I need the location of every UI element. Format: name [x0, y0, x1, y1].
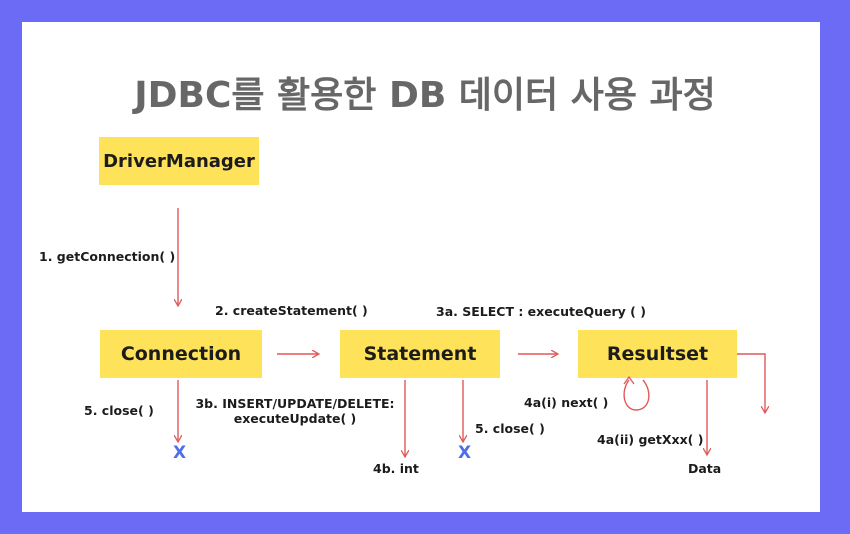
label-execute-update: 3b. INSERT/UPDATE/DELETE: executeUpdate(… [180, 396, 410, 426]
node-statement: Statement [340, 330, 500, 378]
diagram-canvas [22, 22, 820, 512]
label-execute-update-line2: executeUpdate( ) [233, 411, 357, 426]
label-close-connection: 5. close( ) [84, 403, 154, 418]
diagram-title: JDBC를 활용한 DB 데이터 사용 과정 [134, 75, 716, 116]
label-close-statement: 5. close( ) [475, 421, 545, 436]
arrow-next-loop [623, 379, 650, 411]
statement-closed-mark: X [458, 443, 472, 463]
label-data: Data [688, 461, 722, 476]
label-next: 4a(i) next( ) [524, 395, 609, 410]
arrow-resultset-out [737, 353, 765, 412]
label-get-connection: 1. getConnection( ) [39, 249, 176, 264]
label-execute-query: 3a. SELECT : executeQuery ( ) [436, 304, 646, 319]
label-create-statement: 2. createStatement( ) [215, 303, 368, 318]
label-int-result: 4b. int [373, 461, 419, 476]
label-execute-update-line1: 3b. INSERT/UPDATE/DELETE: [195, 396, 395, 411]
connection-closed-mark: X [173, 443, 187, 463]
node-driver-manager: DriverManager [99, 137, 259, 185]
node-resultset: Resultset [578, 330, 737, 378]
label-get-xxx: 4a(ii) getXxx( ) [597, 432, 704, 447]
node-connection: Connection [100, 330, 262, 378]
